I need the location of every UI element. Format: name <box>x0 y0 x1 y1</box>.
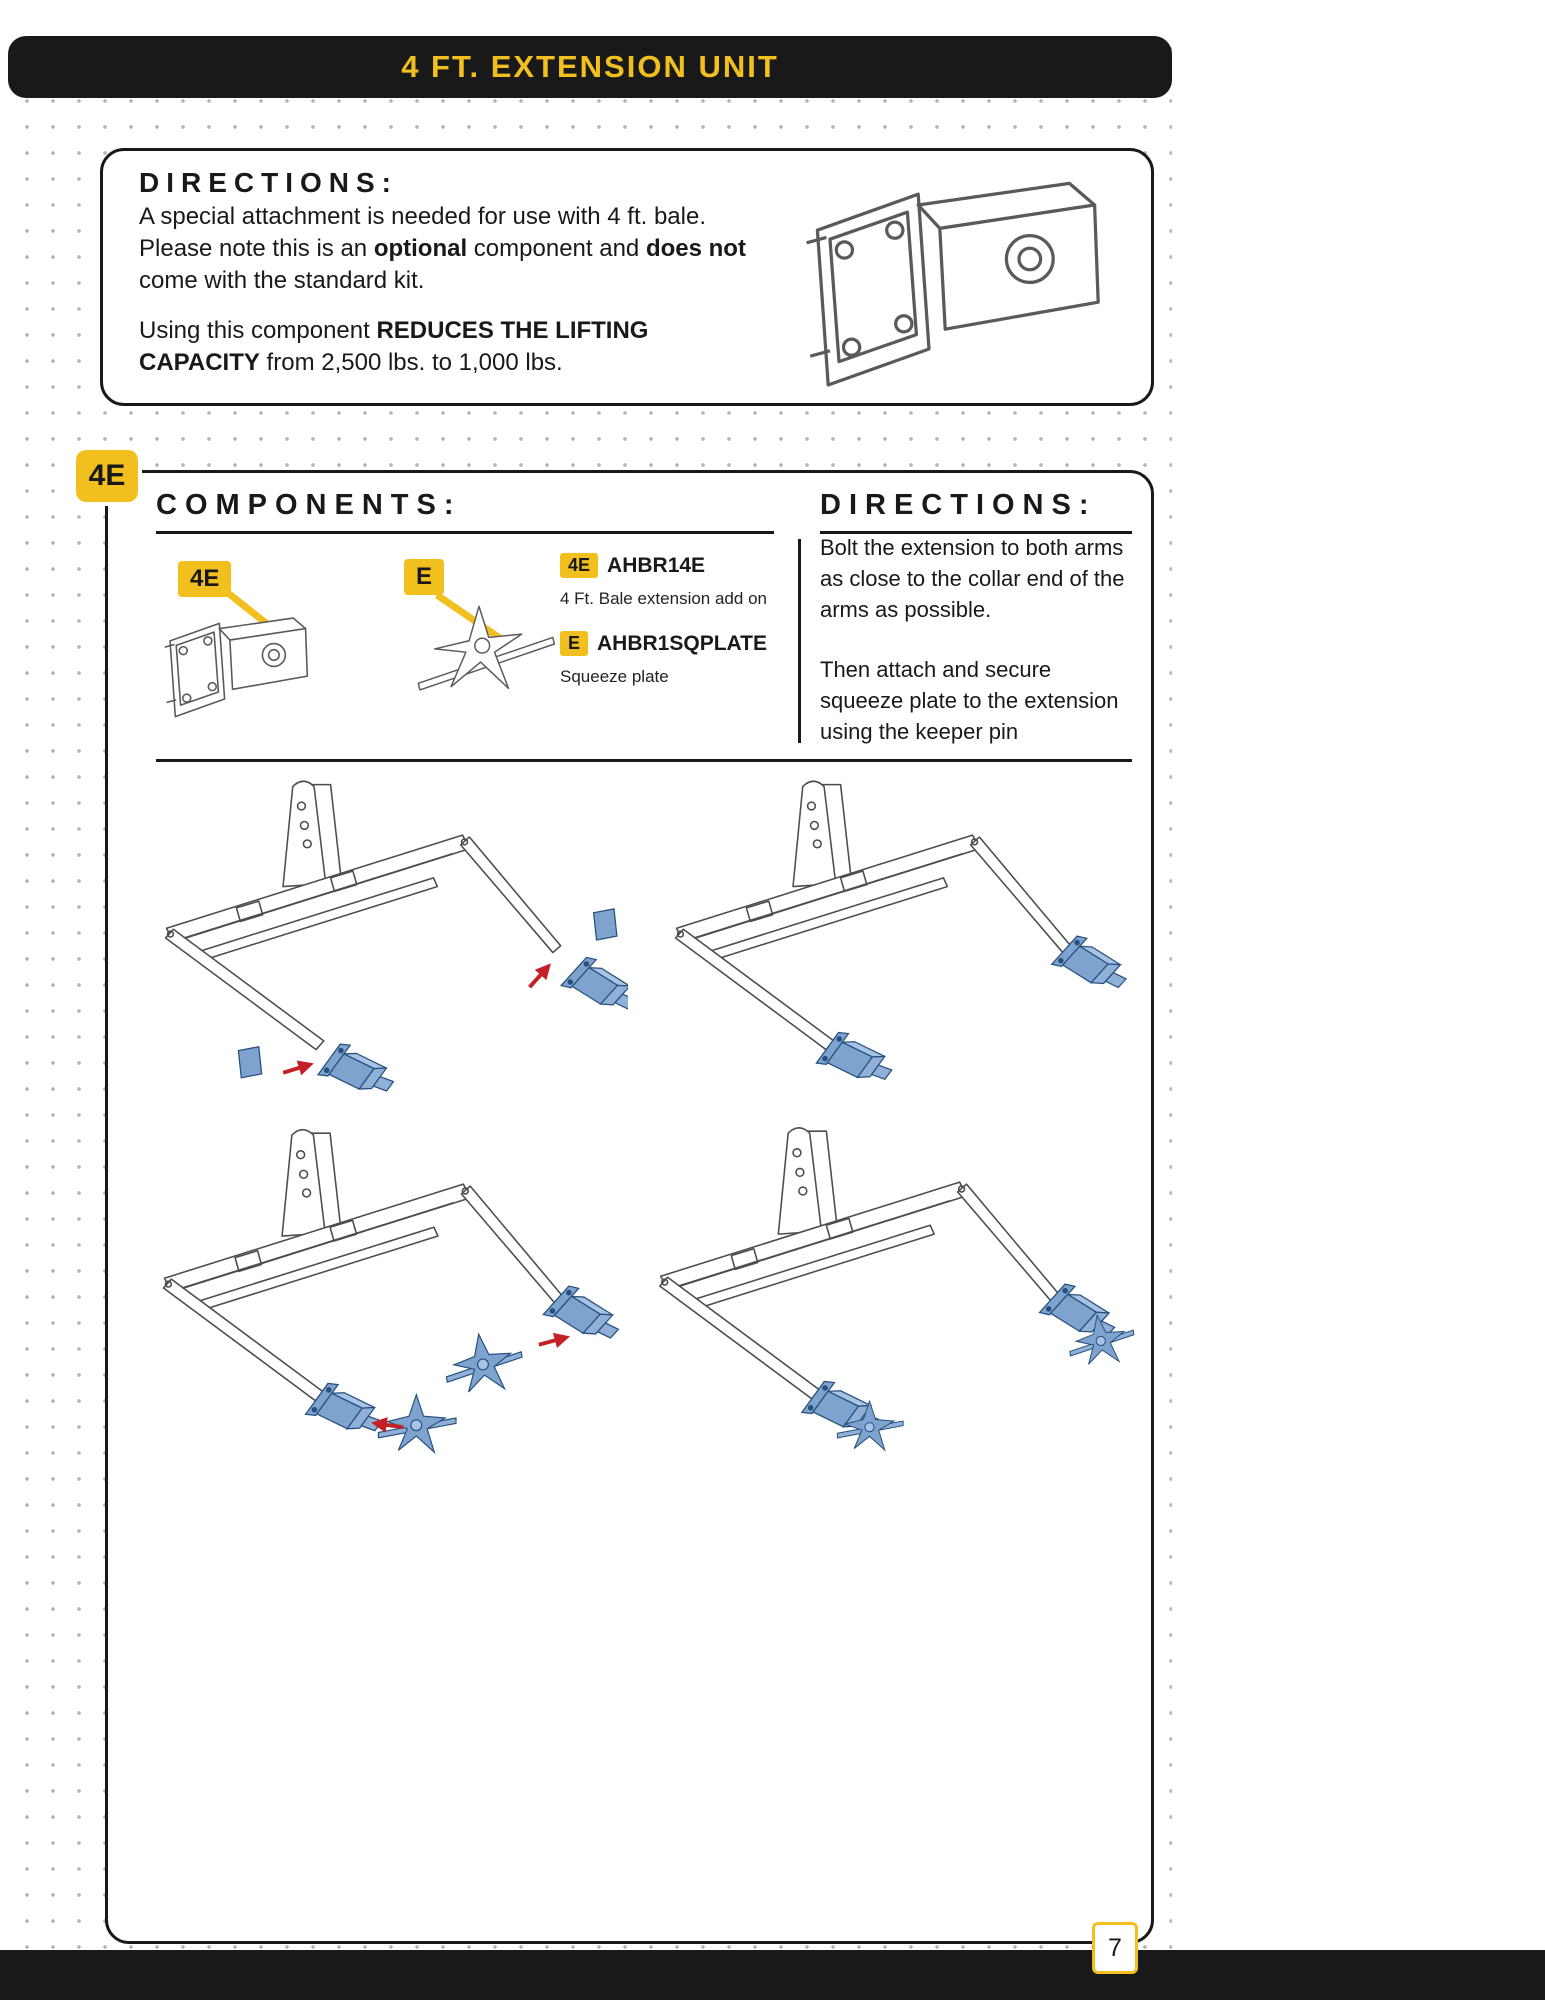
frame-illustration <box>164 780 562 1051</box>
page-footer-bar <box>0 1950 1545 2000</box>
section-divider-rule <box>156 759 1132 762</box>
intro-p2-seg-c: from 2,500 lbs. to 1,000 lbs. <box>259 349 563 377</box>
intro-directions-box: DIRECTIONS: A special attachment is need… <box>100 148 1154 406</box>
components-figure <box>163 590 556 718</box>
direction-step-1: Bolt the extension to both arms as close… <box>820 535 1125 622</box>
page-number: 7 <box>1108 1933 1122 1962</box>
page-title: 4 FT. EXTENSION UNIT <box>401 49 779 84</box>
part-badge-e: E <box>560 631 589 656</box>
leader-line-plate <box>435 592 503 642</box>
part-code-ahbr1sqplate: AHBR1SQPLATE <box>597 631 767 655</box>
end-plate-part <box>592 908 618 941</box>
diagram-step3-plates-detached <box>162 1128 624 1454</box>
assembly-arrow-icon <box>523 958 557 993</box>
squeeze-plate-part <box>440 1327 527 1398</box>
part-desc-plate: Squeeze plate <box>560 667 669 686</box>
figure-label-4e: 4E <box>178 561 232 597</box>
part-legend-row: E AHBR1SQPLATE <box>560 631 767 656</box>
diagram-step1-extensions-detached <box>164 780 628 1103</box>
part-desc-extension: 4 Ft. Bale extension add on <box>560 589 767 608</box>
extension-unit-art <box>804 181 1100 387</box>
components-heading: COMPONENTS: <box>156 489 462 521</box>
extension-unit-line-drawing <box>804 181 1100 387</box>
intro-p1-seg-e: come with the standard kit. <box>139 267 425 295</box>
intro-p1-seg-a: A special attachment is needed for use w… <box>139 203 706 263</box>
intro-p1-seg-d: does not <box>645 235 746 263</box>
part-legend-row: 4E AHBR14E <box>560 553 705 578</box>
part-badge-4e: 4E <box>560 553 599 578</box>
page-number-badge: 7 <box>1092 1922 1138 1974</box>
directions-heading-rule <box>820 531 1132 534</box>
squeeze-plate-art <box>417 605 556 691</box>
diagram-group <box>658 1126 1138 1452</box>
diagram-step2-extensions-attached <box>674 780 1132 1102</box>
diagram-step4-plates-attached <box>658 1126 1138 1452</box>
part-code-ahbr14e: AHBR14E <box>607 553 706 577</box>
extension-part <box>560 951 628 1030</box>
end-plate-part <box>237 1046 263 1079</box>
section-directions-heading: DIRECTIONS: <box>820 489 1097 521</box>
page-header-bar: 4 FT. EXTENSION UNIT <box>8 36 1172 98</box>
intro-directions-heading: DIRECTIONS: <box>139 167 398 198</box>
components-heading-rule <box>156 531 774 534</box>
assembly-arrow-icon <box>280 1055 317 1081</box>
intro-p1-seg-b: optional <box>373 235 468 263</box>
section-4e-badge: 4E <box>76 450 138 502</box>
extension-unit-art-small <box>163 617 309 718</box>
intro-p2-seg-a: Using this component <box>139 317 377 344</box>
section-4e-box: COMPONENTS: DIRECTIONS: 4E E 4E AHBR14E … <box>105 470 1154 1944</box>
intro-paragraph-1: A special attachment is needed for use w… <box>139 201 761 297</box>
assembly-arrow-icon <box>536 1328 573 1353</box>
intro-p2-seg-b: REDUCES THE LIFTING CAPACITY <box>139 317 649 377</box>
frame-illustration <box>658 1126 1060 1400</box>
intro-p1-seg-c: component and <box>467 235 646 263</box>
intro-paragraph-2: Using this component REDUCES THE LIFTING… <box>139 315 761 379</box>
extension-part <box>317 1037 399 1103</box>
frame-illustration <box>674 780 1072 1051</box>
column-divider <box>798 539 801 743</box>
figure-label-e: E <box>404 559 445 595</box>
direction-step-2: Then attach and secure squeeze plate to … <box>820 657 1119 744</box>
